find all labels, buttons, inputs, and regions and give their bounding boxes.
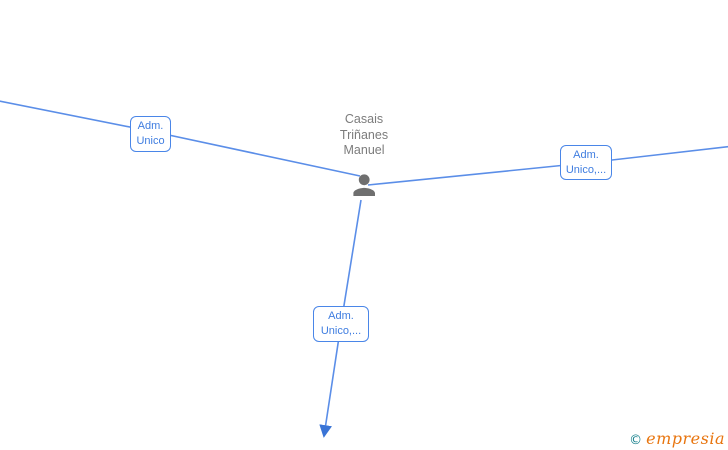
empresia-watermark: © empresia [629,429,725,448]
node-label-line: Adm. [328,310,354,322]
center-node-label[interactable]: Casais Triñanes Manuel [314,112,414,159]
node-label-line: Unico,... [565,163,607,176]
empresia-logo: empresia [646,429,725,448]
center-node-name-line: Casais [344,112,384,126]
edge-right [367,145,728,186]
node-label-line: Adm. [137,120,164,132]
edge-left [0,100,361,177]
node-adm-unico-right[interactable]: Adm. Unico,... [560,145,612,180]
copyright-icon: © [629,433,643,448]
node-label-line: Unico,... [320,325,362,337]
center-node-name-line: Manuel [343,143,385,157]
node-adm-unico-left[interactable]: Adm. Unico [130,116,171,152]
node-label-line: Adm. [573,148,599,161]
node-label-line: Unico [136,135,165,147]
center-node-name-line: Triñanes [339,127,389,142]
node-adm-unico-bottom[interactable]: Adm. Unico,... [313,306,369,342]
